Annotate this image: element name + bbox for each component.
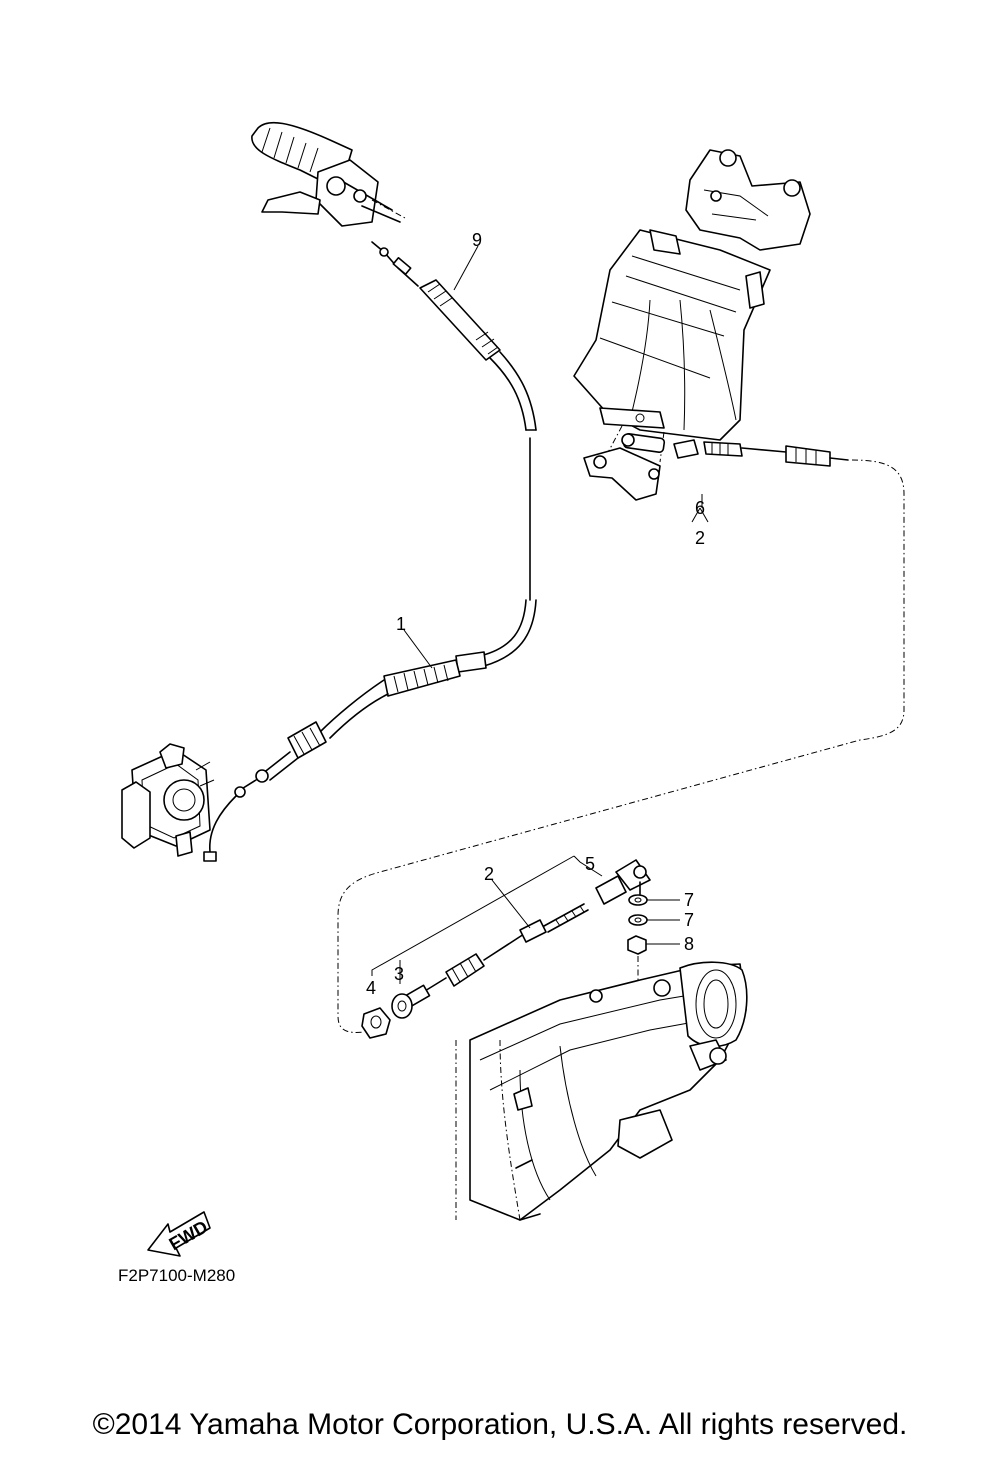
callout-7b: 7 [684,910,694,930]
callout-3: 3 [394,964,404,984]
callout-8: 8 [684,934,694,954]
callout-6: 6 [695,498,705,518]
drawing-code: F2P7100-M280 [118,1266,236,1285]
steering-cable [403,859,651,1008]
handlebar-assembly [251,121,406,227]
callout-1: 1 [396,614,406,634]
steering-column [573,149,811,441]
callout-5: 5 [585,854,595,874]
steering-cable-head [703,441,849,467]
callout-2-upper: 2 [695,528,705,548]
callout-2-lower: 2 [484,864,494,884]
jet-pump-housing [455,956,748,1221]
steering-bracket [583,425,699,501]
hardware-parts [361,894,648,1039]
throttle-body [121,743,215,857]
leader-lines [371,245,709,984]
callout-7a: 7 [684,890,694,910]
throttle-cable-lower [203,437,537,862]
fwd-arrow: FWD [147,1211,211,1257]
callout-4: 4 [366,978,376,998]
steering-cable-routing [337,459,905,1033]
copyright-notice: ©2014 Yamaha Motor Corporation, U.S.A. A… [92,1408,908,1441]
throttle-cable [371,241,537,431]
callout-9: 9 [472,230,482,250]
